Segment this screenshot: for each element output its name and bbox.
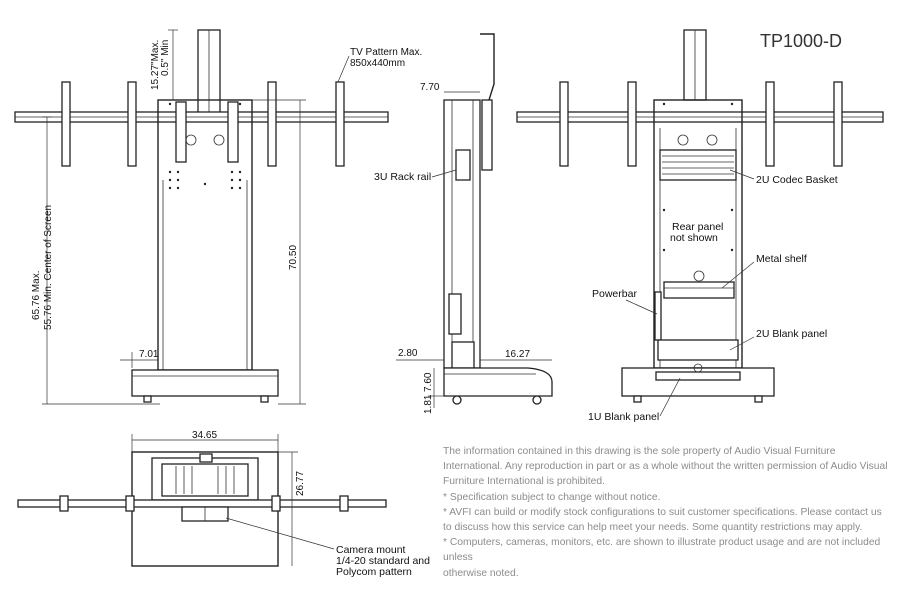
rear-view: 2U Codec Basket Rear panel not shown Met…: [516, 29, 884, 423]
note-usage: * Computers, cameras, monitors, etc. are…: [443, 537, 881, 564]
side-view: 7.70 3U Rack rail 2.80 16.27 7.60 1.81: [374, 33, 553, 414]
rear-codec-basket: [659, 149, 737, 181]
rear-1u-blank: [655, 371, 741, 381]
note-custom: * AVFI can build or modify stock configu…: [443, 506, 882, 534]
svg-text:not shown: not shown: [670, 232, 718, 244]
front-arm-2: [127, 81, 137, 167]
svg-text:Polycom pattern: Polycom pattern: [336, 566, 412, 578]
svg-text:1/4-20 standard and: 1/4-20 standard and: [336, 555, 430, 567]
top-view: 34.65 26.77 Camera mount 1/4-20 standard…: [17, 430, 430, 578]
svg-text:15.27"Max.: 15.27"Max.: [150, 40, 161, 90]
front-arm-4: [335, 81, 345, 167]
svg-text:1.81: 1.81: [423, 394, 434, 414]
svg-text:34.65: 34.65: [192, 430, 217, 441]
disclaimer-notes: The information contained in this drawin…: [443, 444, 893, 581]
svg-text:70.50: 70.50: [288, 245, 299, 270]
model-title: TP1000-D: [760, 31, 842, 51]
top-mount-bar: [17, 499, 387, 508]
svg-text:Metal shelf: Metal shelf: [756, 253, 807, 265]
note-usage-cont: otherwise noted.: [443, 567, 519, 579]
note-ownership: The information contained in this drawin…: [443, 446, 888, 488]
svg-text:26.77: 26.77: [295, 471, 306, 496]
rear-2u-blank: [657, 339, 739, 361]
rear-powerbar: [654, 291, 662, 341]
svg-text:16.27: 16.27: [505, 349, 530, 360]
front-arm-1: [61, 81, 71, 167]
side-base: [443, 367, 553, 397]
front-base: [131, 369, 279, 397]
svg-text:TV Pattern Max.: TV Pattern Max.: [350, 47, 422, 58]
svg-text:7.60: 7.60: [423, 372, 434, 392]
front-view: 15.27"Max. 0.5" Min TV Pattern Max. 850x…: [14, 29, 422, 405]
svg-text:65.76 Max.: 65.76 Max.: [31, 271, 42, 320]
svg-text:2.80: 2.80: [398, 348, 418, 359]
svg-text:55.76 Min. Center of Screen: 55.76 Min. Center of Screen: [43, 205, 54, 330]
svg-text:7.01: 7.01: [139, 349, 159, 360]
svg-text:2U Codec Basket: 2U Codec Basket: [756, 174, 838, 186]
rear-metal-shelf: [663, 281, 735, 299]
svg-text:1U Blank panel: 1U Blank panel: [588, 411, 659, 423]
svg-text:Powerbar: Powerbar: [592, 288, 637, 300]
svg-text:Camera mount: Camera mount: [336, 544, 406, 556]
svg-text:7.70: 7.70: [420, 82, 440, 93]
svg-text:0.5" Min: 0.5" Min: [160, 40, 171, 76]
front-arm-3: [267, 81, 277, 167]
svg-text:2U Blank panel: 2U Blank panel: [756, 328, 827, 340]
svg-text:3U Rack rail: 3U Rack rail: [374, 171, 431, 183]
svg-text:850x440mm: 850x440mm: [350, 58, 405, 69]
svg-text:Rear panel: Rear panel: [672, 221, 723, 233]
note-spec: * Specification subject to change withou…: [443, 491, 661, 503]
